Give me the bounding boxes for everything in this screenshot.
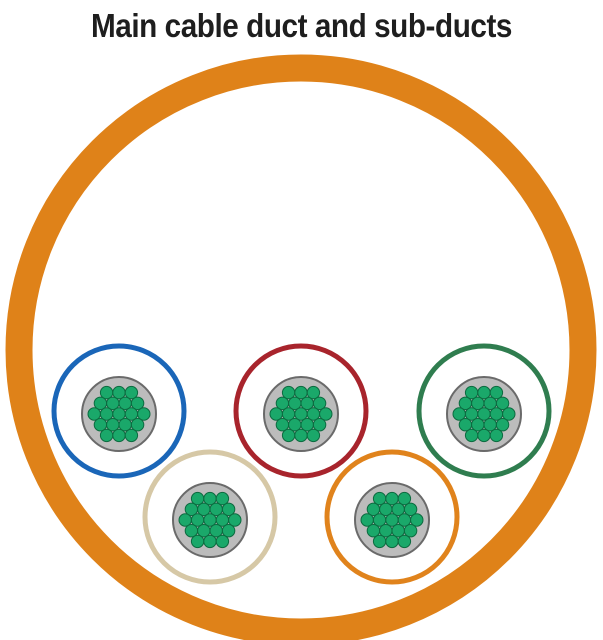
fiber-strand (495, 396, 510, 410)
fiber-strand (137, 407, 151, 421)
fiber-strand (203, 534, 217, 549)
diagram-title: Main cable duct and sub-ducts (91, 7, 512, 44)
fiber-strand (190, 534, 205, 549)
fiber-strand (312, 396, 327, 410)
fiber-strand (372, 534, 387, 549)
sub-duct-tan-ring (142, 449, 278, 585)
fiber-strand (403, 502, 418, 516)
sub-duct-green-ring (416, 343, 552, 479)
fiber-strand (124, 428, 139, 443)
sub-duct-red (233, 343, 369, 479)
fiber-strand (410, 513, 424, 527)
fiber-strand (221, 524, 236, 538)
fiber-strand (130, 396, 145, 410)
sub-duct-orange-ring (324, 449, 460, 585)
fiber-strand (215, 534, 230, 549)
fiber-strand (489, 385, 504, 400)
fiber-strand (477, 428, 491, 443)
fiber-strand (495, 418, 510, 432)
main-duct (5, 54, 597, 640)
fiber-strand (281, 428, 296, 443)
fiber-strand (228, 513, 242, 527)
fiber-strand (306, 428, 321, 443)
fiber-strand (464, 428, 479, 443)
fiber-strand (215, 491, 230, 506)
fiber-strand (489, 428, 504, 443)
fiber-strand (221, 502, 236, 516)
fiber-strand (397, 491, 412, 506)
fiber-strand (385, 534, 399, 549)
fiber-strand (319, 407, 333, 421)
fiber-strand (397, 534, 412, 549)
fiber-strand (502, 407, 516, 421)
sub-duct-tan (142, 449, 278, 585)
fiber-strand (312, 418, 327, 432)
fiber-strand (130, 418, 145, 432)
fiber-strand (306, 385, 321, 400)
sub-duct-blue-ring (51, 343, 187, 479)
sub-duct-blue (51, 343, 187, 479)
fiber-strand (403, 524, 418, 538)
sub-duct-orange (324, 449, 460, 585)
fiber-strand (112, 428, 126, 443)
sub-ducts-group (51, 343, 552, 585)
fiber-strand (294, 428, 308, 443)
fiber-strand (99, 428, 114, 443)
fiber-strand (124, 385, 139, 400)
sub-duct-red-ring (233, 343, 369, 479)
sub-duct-green (416, 343, 552, 479)
